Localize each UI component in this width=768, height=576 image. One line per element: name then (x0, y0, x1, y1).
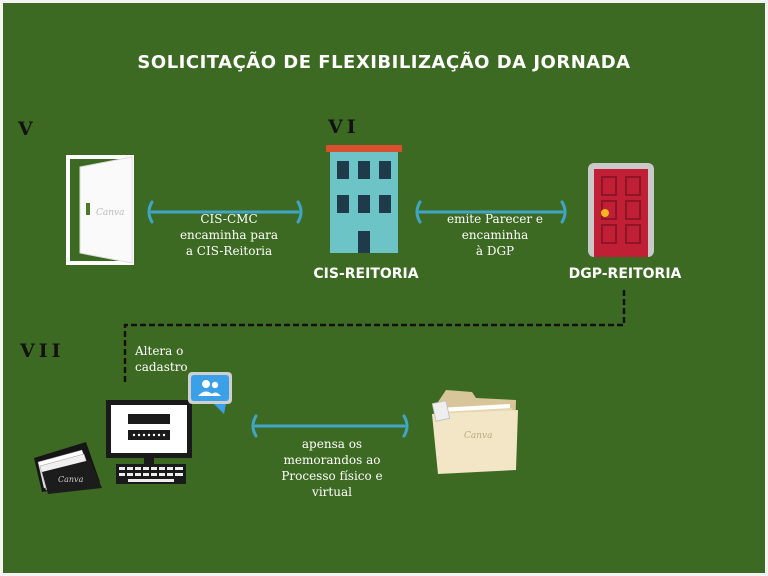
open-door-icon: Canva (66, 155, 134, 265)
step-marker-vi: VI (328, 116, 360, 138)
connector-dgp-to-computer (123, 290, 626, 382)
computer-login-icon (106, 400, 192, 484)
contacts-chat-icon (188, 372, 232, 414)
connector-cis-to-dgp (415, 200, 567, 224)
watermark-text-2: Canva (58, 475, 84, 484)
connector-label-apensa: apensa os memorandos ao Processo físico … (281, 437, 383, 499)
node-label-cis: CIS-REITORIA (313, 266, 419, 282)
watermark-text-1: Canva (96, 208, 125, 218)
manila-folder-icon: Canva (431, 390, 518, 474)
step-marker-vii: VII (20, 340, 65, 362)
red-door-icon (588, 163, 654, 257)
node-label-dgp: DGP-REITORIA (568, 266, 682, 282)
connector-label-cis-to-dgp: emite Parecer e encaminha à DGP (446, 212, 544, 258)
connector-label-door-to-cis: CIS-CMC encaminha para a CIS-Reitoria (179, 212, 279, 258)
dark-folder-icon: Canva (34, 442, 102, 494)
connector-label-altera: Altera o cadastro (135, 344, 188, 374)
connector-computer-to-folder (251, 414, 409, 438)
diagram-title: SOLICITAÇÃO DE FLEXIBILIZAÇÃO DA JORNADA (137, 52, 631, 73)
building-icon (326, 145, 402, 253)
step-marker-v: V (18, 118, 37, 140)
watermark-text-3: Canva (464, 431, 493, 441)
connector-door-to-cis (147, 200, 303, 224)
